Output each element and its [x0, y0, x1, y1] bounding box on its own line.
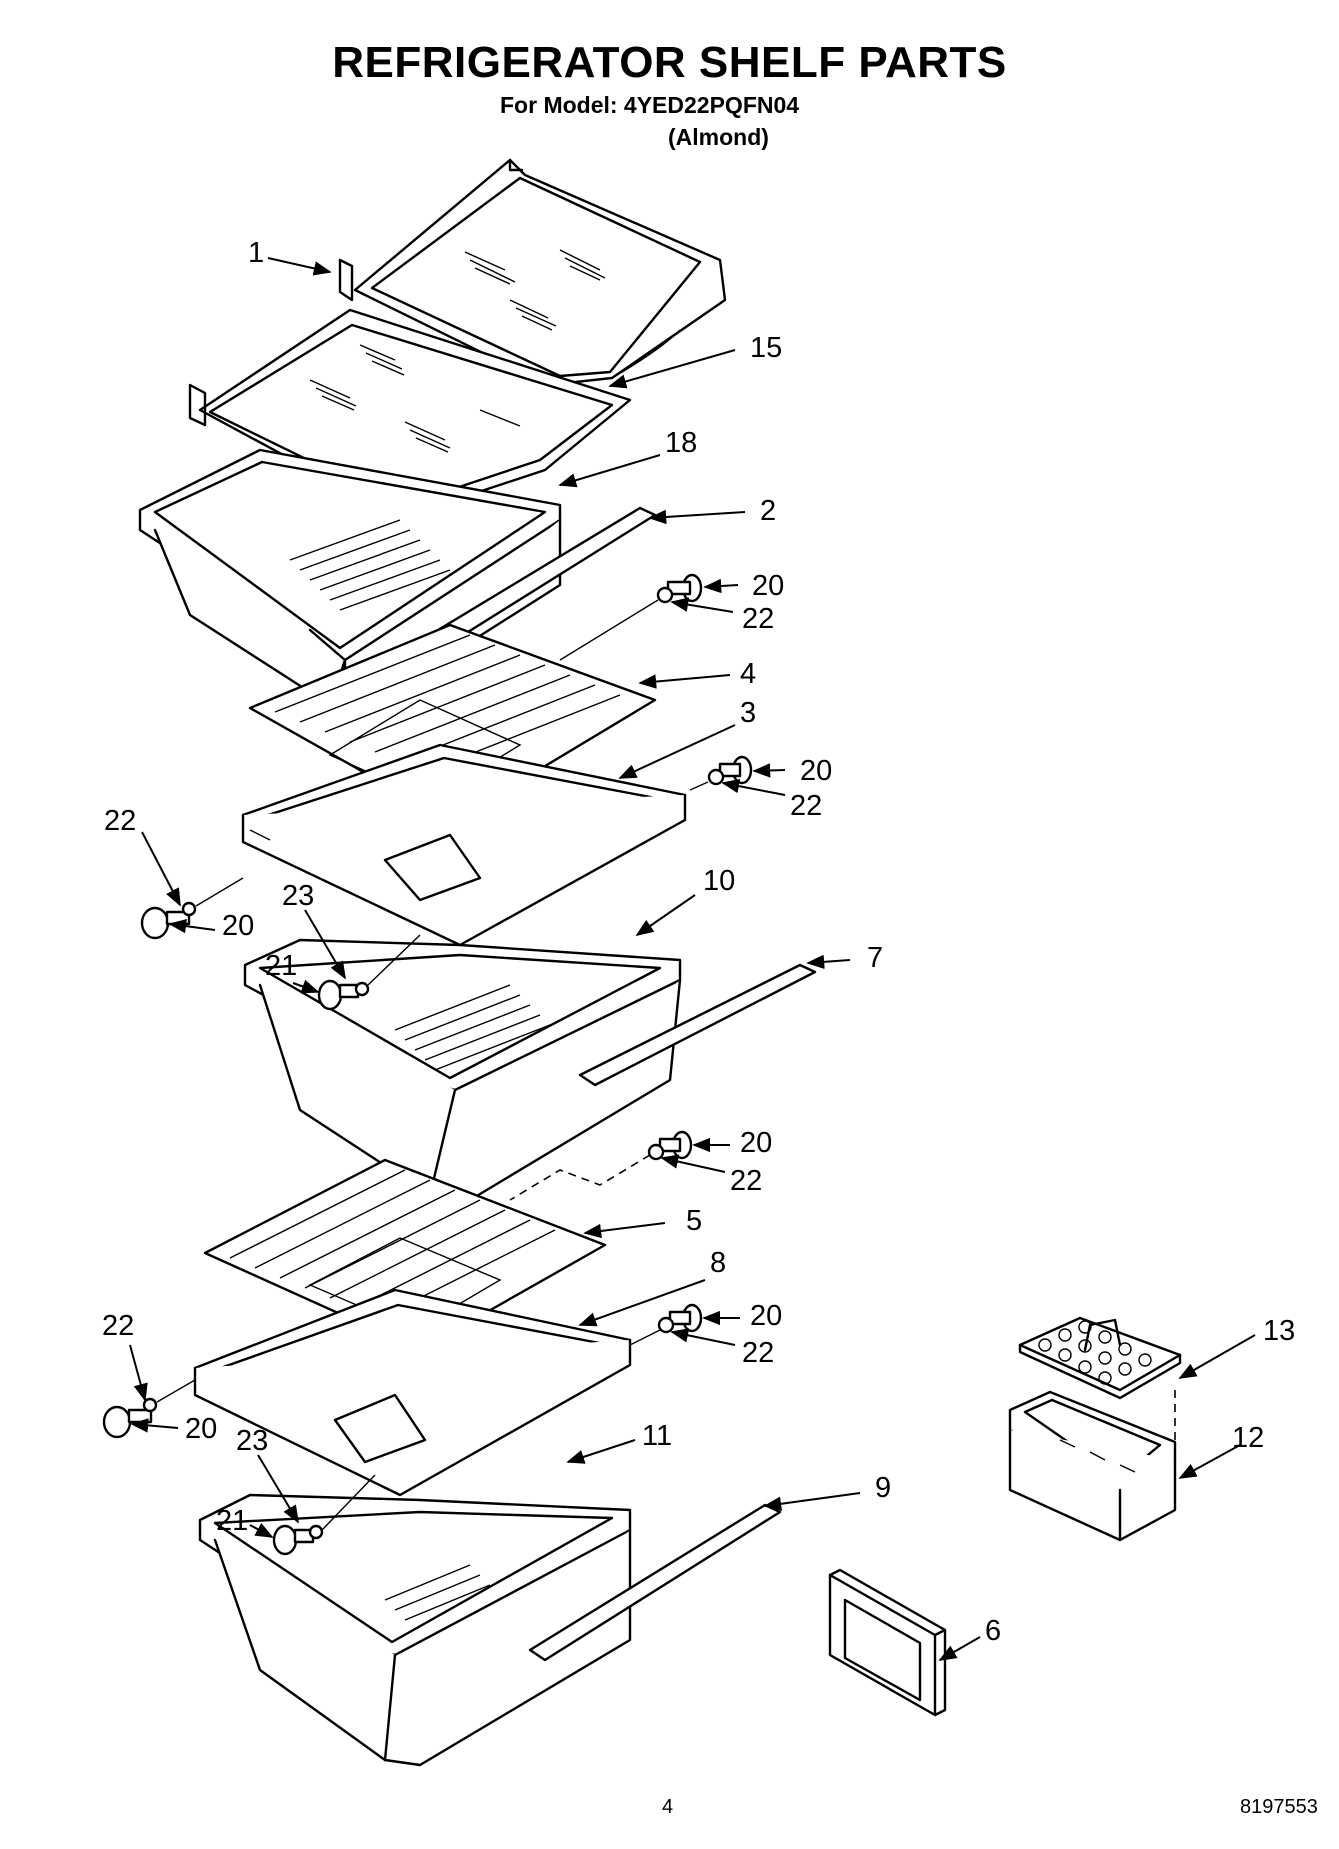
- part-20-22-lower-frame-knob: [657, 1303, 703, 1334]
- part-6-trim-plate: [828, 1568, 947, 1717]
- callout-4: 4: [740, 658, 756, 690]
- callout-9: 9: [875, 1472, 891, 1504]
- callout-15: 15: [750, 332, 782, 364]
- callout-23-a: 23: [282, 880, 314, 912]
- model-subtitle: For Model: 4YED22PQFN04: [500, 92, 800, 118]
- part-13-egg-tray: [1018, 1316, 1182, 1400]
- callout-20-c: 20: [222, 910, 254, 942]
- callout-labels: 1 15 18 2 20 22 4 3 20 22 22 20 23 21 10…: [102, 237, 1295, 1647]
- part-20-22-middle-knob: [647, 1130, 693, 1161]
- callout-13: 13: [1263, 1315, 1295, 1347]
- callout-22-d: 22: [730, 1165, 762, 1197]
- callout-20-b: 20: [800, 755, 832, 787]
- callout-20-e: 20: [750, 1300, 782, 1332]
- part-10-middle-crisper-drawer: [243, 938, 817, 1202]
- color-subtitle: (Almond): [668, 124, 769, 150]
- part-12-egg-bin: [1008, 1390, 1177, 1542]
- part-20-22-frame-knob: [707, 755, 753, 786]
- callout-6: 6: [985, 1615, 1001, 1647]
- part-20-22-lower-left-knob: [102, 1397, 158, 1439]
- callout-21-a: 21: [265, 950, 297, 982]
- callout-22-f: 22: [102, 1310, 134, 1342]
- callout-12: 12: [1232, 1422, 1264, 1454]
- page-number: 4: [662, 1796, 674, 1818]
- callout-20-a: 20: [752, 570, 784, 602]
- callout-2: 2: [760, 495, 776, 527]
- callout-7: 7: [867, 942, 883, 974]
- callout-21-b: 21: [216, 1505, 248, 1537]
- page-title: REFRIGERATOR SHELF PARTS: [332, 38, 1007, 87]
- callout-22-e: 22: [742, 1337, 774, 1369]
- callout-8: 8: [710, 1247, 726, 1279]
- callout-1: 1: [248, 237, 264, 269]
- part-21-23-lower-knob: [272, 1524, 324, 1556]
- callout-20-d: 20: [740, 1127, 772, 1159]
- callout-22-c: 22: [104, 805, 136, 837]
- callout-20-f: 20: [185, 1413, 217, 1445]
- leader-lines: [129, 257, 1256, 1661]
- callout-10: 10: [703, 865, 735, 897]
- callout-22-a: 22: [742, 603, 774, 635]
- part-20-22-upper-knob: [656, 573, 703, 604]
- part-8-shelf-frame: [193, 1288, 632, 1497]
- callout-11: 11: [642, 1420, 672, 1452]
- part-21-23-knob: [317, 979, 370, 1011]
- document-number: 8197553: [1240, 1796, 1318, 1818]
- callout-23-b: 23: [236, 1425, 268, 1457]
- callout-5: 5: [686, 1205, 702, 1237]
- callout-22-b: 22: [790, 790, 822, 822]
- callout-18: 18: [665, 427, 697, 459]
- part-3-shelf-frame: [241, 743, 687, 947]
- part-20-22-left-knob: [140, 901, 197, 940]
- callout-3: 3: [740, 697, 756, 729]
